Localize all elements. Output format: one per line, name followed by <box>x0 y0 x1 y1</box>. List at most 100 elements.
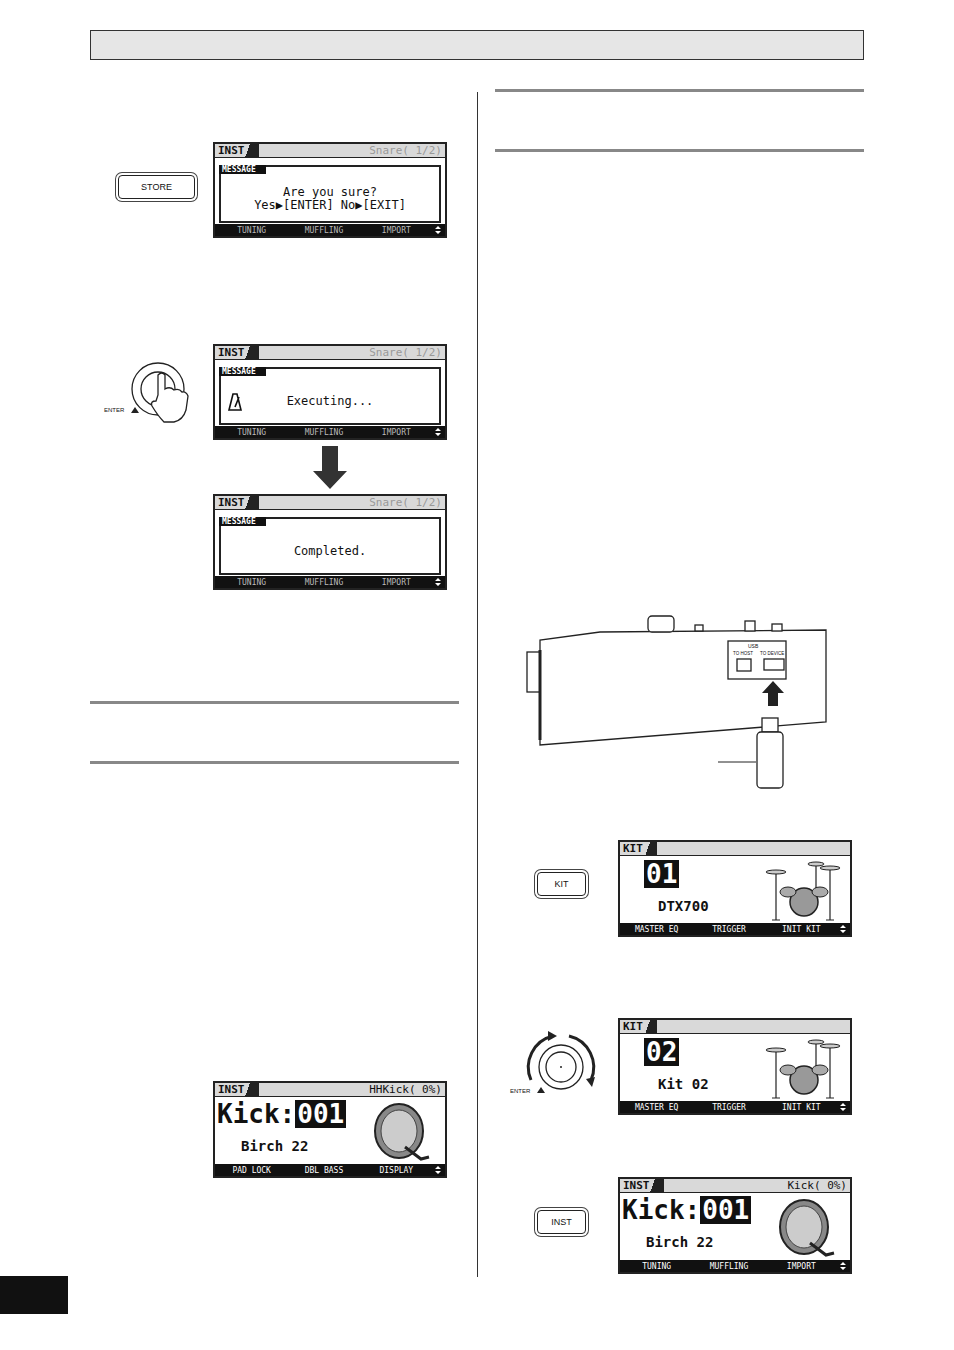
function-tab: TRIGGER <box>694 925 763 934</box>
function-tab: IMPORT <box>362 428 431 437</box>
screen-header: INSTKick( 0%) <box>620 1179 850 1193</box>
function-bar: TUNINGMUFFLING IMPORT <box>215 426 445 438</box>
lcd-screen: KIT MASTER EQTRIGGER INIT KIT 01DTX700 <box>618 840 852 937</box>
instrument-name: Birch 22 <box>241 1138 308 1154</box>
message-text: Yes▶[ENTER] No▶[EXIT] <box>254 199 406 212</box>
screen-subtitle: Kick( 0%) <box>787 1179 847 1192</box>
function-tab: MASTER EQ <box>622 925 691 934</box>
number-value: 02 <box>644 1038 679 1066</box>
button-label: STORE <box>141 182 172 192</box>
screen-header: KIT <box>620 842 850 856</box>
screen-header: INST Snare( 1/2) <box>215 144 445 158</box>
message-text: Completed. <box>294 545 366 558</box>
screen-subtitle: Snare( 1/2) <box>369 346 442 359</box>
drum-kit-picture <box>764 858 844 924</box>
message-body: Executing... <box>221 379 439 423</box>
function-tab: MUFFLING <box>289 578 358 587</box>
screen-subtitle: HHKick( 0%) <box>369 1083 442 1096</box>
flow-arrow <box>313 446 347 489</box>
value-row: 01 <box>644 860 679 888</box>
screen-title: INST <box>218 144 259 157</box>
message-tab: MESSAGE <box>219 165 266 174</box>
lcd-screen: KIT MASTER EQTRIGGER INIT KIT 02Kit 02 <box>618 1018 852 1115</box>
number-value: 001 <box>295 1100 346 1128</box>
function-tab: INIT KIT <box>767 1103 836 1112</box>
value-row: 02 <box>644 1038 679 1066</box>
scroll-arrows <box>434 226 442 234</box>
screen-header: INST Snare( 1/2) <box>215 496 445 510</box>
scroll-arrows <box>839 1262 847 1270</box>
screen-title: KIT <box>623 842 657 855</box>
screen-subtitle: Snare( 1/2) <box>369 496 442 509</box>
bass-drum-picture <box>359 1099 439 1165</box>
function-tab: MASTER EQ <box>622 1103 691 1112</box>
function-tab: PAD LOCK <box>217 1166 286 1175</box>
screen-title: KIT <box>623 1020 657 1033</box>
function-tab: IMPORT <box>362 578 431 587</box>
function-tab: TUNING <box>622 1262 691 1271</box>
function-tab: MUFFLING <box>694 1262 763 1271</box>
scroll-arrows <box>434 1166 442 1174</box>
function-tab: INIT KIT <box>767 925 836 934</box>
function-tab: MUFFLING <box>289 428 358 437</box>
panel-button: KIT <box>537 872 586 896</box>
lcd-screen: INST Snare( 1/2) TUNINGMUFFLING IMPORT Are y… <box>213 142 447 238</box>
function-bar: TUNINGMUFFLING IMPORT <box>215 576 445 588</box>
instrument-name: Kit 02 <box>658 1076 709 1092</box>
scroll-arrows <box>839 925 847 933</box>
function-bar: PAD LOCKDBL BASSDISPLAY <box>215 1164 445 1176</box>
lcd-screen: INST Snare( 1/2) TUNINGMUFFLING IMPORT Compl… <box>213 494 447 590</box>
instrument-category: Kick: <box>622 1196 700 1224</box>
function-bar: MASTER EQTRIGGER INIT KIT <box>620 1101 850 1113</box>
function-tab: TUNING <box>217 578 286 587</box>
instrument-name: DTX700 <box>658 898 709 914</box>
lcd-screen: INST HHKick( 0%) PAD LOCKDBL BASSDISPLAY Ki… <box>213 1081 447 1178</box>
function-tab: IMPORT <box>362 226 431 235</box>
panel-button: STORE <box>118 175 195 199</box>
message-tab: MESSAGE <box>219 367 266 376</box>
screen-title: INST <box>218 496 259 509</box>
function-tab: TUNING <box>217 428 286 437</box>
screen-title: INST <box>218 1083 259 1096</box>
value-row: Kick:001 <box>622 1196 751 1224</box>
scroll-arrows <box>434 428 442 436</box>
function-tab: MUFFLING <box>289 226 358 235</box>
screen-header: INST HHKick( 0%) <box>215 1083 445 1097</box>
message-window: Completed. MESSAGE <box>219 517 441 575</box>
scroll-arrows <box>434 578 442 586</box>
callout-label: TO HOST <box>733 652 753 657</box>
message-window: Are you sure?Yes▶[ENTER] No▶[EXIT] MESSAG… <box>219 165 441 223</box>
function-bar: TUNINGMUFFLING IMPORT <box>620 1260 850 1272</box>
message-window: Executing... MESSAGE <box>219 367 441 425</box>
function-tab: IMPORT <box>767 1262 836 1271</box>
scroll-arrows <box>839 1103 847 1111</box>
screen-header: KIT <box>620 1020 850 1034</box>
lcd-screen: INSTKick( 0%) TUNINGMUFFLING IMPORT Kick:00… <box>618 1177 852 1274</box>
number-value: 01 <box>644 860 679 888</box>
value-row: Kick:001 <box>217 1100 346 1128</box>
drum-kit-picture <box>764 1036 844 1102</box>
callout-label: TO DEVICE <box>760 652 784 657</box>
function-bar: TUNINGMUFFLING IMPORT <box>215 224 445 236</box>
function-tab: DISPLAY <box>362 1166 431 1175</box>
screen-subtitle: Snare( 1/2) <box>369 144 442 157</box>
function-tab: TRIGGER <box>694 1103 763 1112</box>
callout-label: ENTER <box>510 1088 530 1094</box>
message-tab: MESSAGE <box>219 517 266 526</box>
panel-button: INST <box>537 1210 586 1234</box>
message-text: Are you sure? <box>283 186 377 199</box>
instrument-name: Birch 22 <box>646 1234 713 1250</box>
screen-title: INST <box>218 346 259 359</box>
message-body: Are you sure?Yes▶[ENTER] No▶[EXIT] <box>221 177 439 221</box>
number-value: 001 <box>700 1196 751 1224</box>
function-tab: TUNING <box>217 226 286 235</box>
callout-label: USB <box>748 644 758 649</box>
message-text: Executing... <box>287 395 374 408</box>
bass-drum-picture <box>764 1195 844 1261</box>
button-label: KIT <box>554 879 568 889</box>
message-body: Completed. <box>221 529 439 573</box>
function-bar: MASTER EQTRIGGER INIT KIT <box>620 923 850 935</box>
button-label: INST <box>551 1217 572 1227</box>
